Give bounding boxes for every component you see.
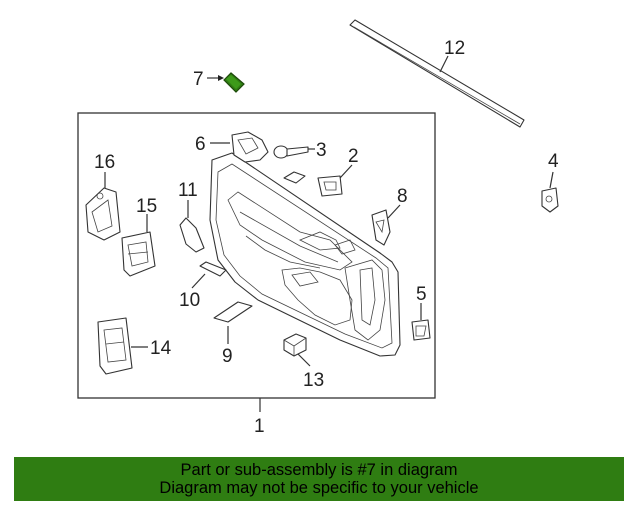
part-2-clip[interactable] <box>317 175 343 197</box>
part-8-bracket[interactable] <box>371 209 391 246</box>
callout-8: 8 <box>397 186 408 207</box>
callout-2: 2 <box>348 146 359 167</box>
callout-16: 16 <box>94 152 115 173</box>
info-banner: Part or sub-assembly is #7 in diagram Di… <box>14 457 624 501</box>
banner-line-1: Part or sub-assembly is #7 in diagram <box>180 461 458 479</box>
part-16-switch[interactable] <box>85 187 121 241</box>
part-7-clip[interactable] <box>223 72 245 93</box>
callout-4: 4 <box>548 151 559 172</box>
assembly-frame <box>77 112 436 399</box>
callout-5: 5 <box>416 284 427 305</box>
part-9-pad[interactable] <box>213 301 253 323</box>
banner-line-2: Diagram may not be specific to your vehi… <box>159 479 479 497</box>
part-6-bracket[interactable] <box>231 131 269 163</box>
leader-13 <box>297 353 311 367</box>
part-14-switch[interactable] <box>97 317 133 375</box>
callout-9: 9 <box>222 346 233 367</box>
part-5-clip[interactable] <box>411 319 431 341</box>
door-trim-panel[interactable] <box>209 152 401 357</box>
callout-10: 10 <box>179 290 200 311</box>
leader-12 <box>439 55 449 73</box>
part-11-cover[interactable] <box>179 217 205 253</box>
leader-10 <box>191 273 206 289</box>
callout-1: 1 <box>254 416 265 437</box>
part-small-clip[interactable] <box>283 171 306 184</box>
part-12-molding[interactable] <box>349 19 525 128</box>
part-15-switch[interactable] <box>121 231 156 277</box>
callout-15: 15 <box>136 196 157 217</box>
part-4-clip[interactable] <box>541 187 559 213</box>
callout-3: 3 <box>316 140 327 161</box>
callout-14: 14 <box>150 338 172 359</box>
leader-4 <box>549 171 554 189</box>
callout-6: 6 <box>195 134 206 155</box>
callout-13: 13 <box>303 370 324 391</box>
part-13-cube[interactable] <box>283 333 307 357</box>
callout-12: 12 <box>444 38 465 59</box>
leader-8 <box>387 204 401 219</box>
part-10-trim[interactable] <box>199 261 227 277</box>
arrow-7 <box>218 75 224 81</box>
callout-11: 11 <box>178 180 198 201</box>
part-3-screw[interactable] <box>273 145 309 159</box>
leader-2 <box>339 164 353 179</box>
callout-7: 7 <box>193 69 204 90</box>
